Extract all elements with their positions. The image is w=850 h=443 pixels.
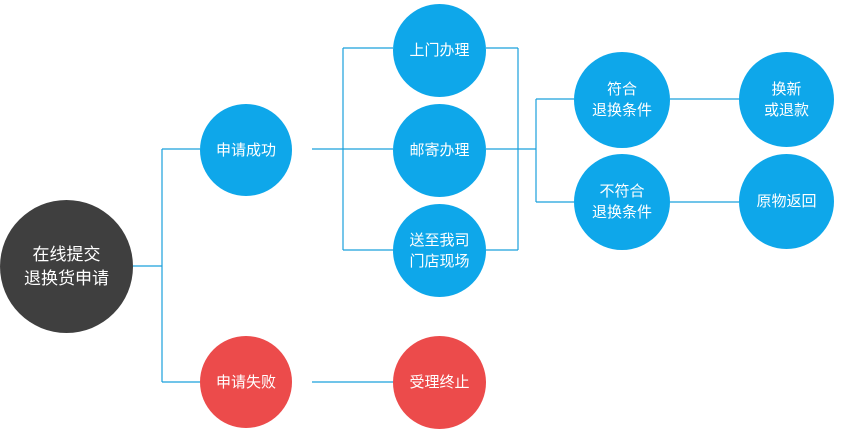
node-apply-success: 申请成功 xyxy=(200,104,292,196)
node-terminated: 受理终止 xyxy=(393,336,486,429)
node-label: 上门办理 xyxy=(409,41,470,59)
node-label: 不符合 xyxy=(599,182,645,200)
node-submit-request: 在线提交 退换货申请 xyxy=(0,200,133,333)
node-label: 退换条件 xyxy=(591,101,652,119)
node-onsite-handling: 上门办理 xyxy=(393,4,486,97)
node-mail-handling: 邮寄办理 xyxy=(393,104,486,197)
node-exchange-or-refund: 换新 或退款 xyxy=(739,52,834,147)
node-label: 退换条件 xyxy=(591,203,652,221)
node-label: 换新 xyxy=(771,79,802,98)
node-label: 送至我司 xyxy=(409,230,470,249)
node-store-handling: 送至我司 门店现场 xyxy=(393,204,486,297)
node-return-original: 原物返回 xyxy=(739,154,834,249)
node-label: 或退款 xyxy=(763,100,809,119)
node-label: 邮寄办理 xyxy=(409,141,470,159)
node-label: 门店现场 xyxy=(409,251,470,270)
node-label: 退换货申请 xyxy=(24,268,109,289)
node-label: 符合 xyxy=(606,80,637,98)
node-meets-conditions: 符合 退换条件 xyxy=(574,52,670,148)
node-label: 受理终止 xyxy=(409,373,470,391)
node-label: 在线提交 xyxy=(32,244,101,265)
node-apply-failure: 申请失败 xyxy=(200,336,292,428)
node-label: 申请成功 xyxy=(215,140,276,159)
node-label: 原物返回 xyxy=(756,192,817,210)
node-label: 申请失败 xyxy=(215,372,276,391)
node-not-meets-conditions: 不符合 退换条件 xyxy=(574,154,670,250)
